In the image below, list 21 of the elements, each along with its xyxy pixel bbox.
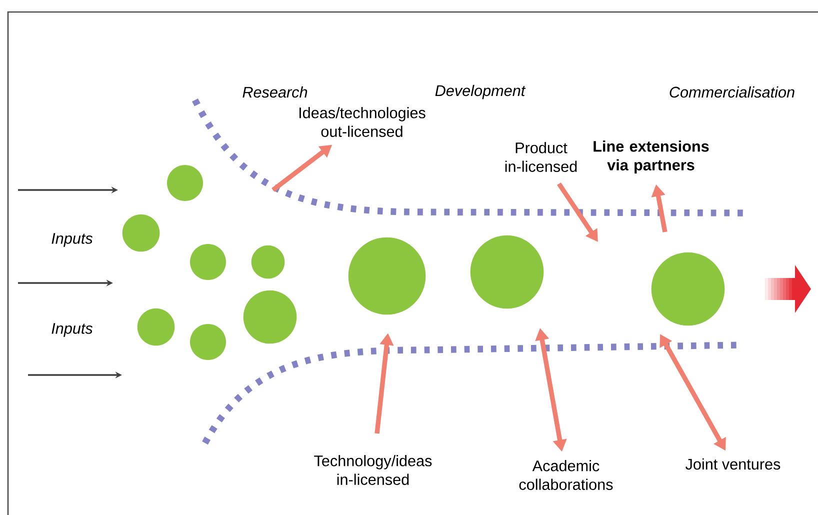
text-label: Technology/ideas in-licensed — [314, 455, 432, 485]
text-label: Ideas/technologies out-licensed — [300, 107, 426, 137]
text-label: Academic collaborations — [519, 460, 613, 490]
circle — [190, 324, 226, 360]
circle — [137, 308, 175, 346]
stage-label: Research — [242, 86, 308, 98]
circle — [167, 165, 203, 201]
circle — [470, 235, 544, 309]
text-label: Joint ventures — [686, 458, 780, 470]
stage-label: Inputs — [52, 233, 93, 247]
text-label: Line extensions via partners — [594, 140, 709, 174]
circle — [348, 237, 426, 315]
circle — [243, 290, 297, 344]
stage-label: Inputs — [52, 323, 93, 337]
circle — [651, 252, 725, 326]
circle — [122, 214, 160, 252]
stage-label: Development — [435, 84, 526, 100]
text-label: Product in-licensed — [505, 142, 577, 172]
stage-label: Commercialisation — [670, 86, 794, 98]
circle — [251, 245, 285, 279]
circle — [190, 244, 226, 280]
